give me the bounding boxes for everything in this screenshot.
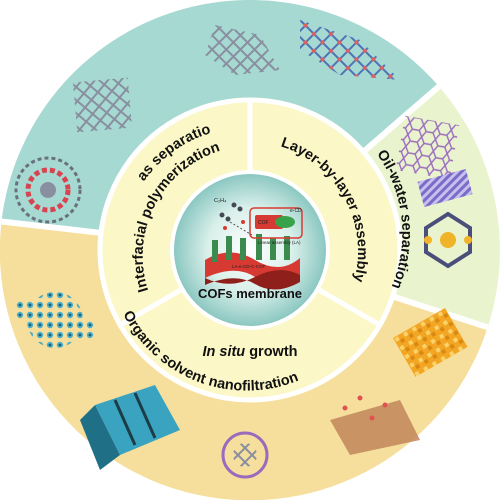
linear-assembly-label: Linear assembly (LA) xyxy=(258,240,301,245)
center-circle xyxy=(170,170,330,330)
cd-label: e-CD xyxy=(290,208,302,214)
center-small-labels: C₂H₄ Linear assembly (LA) COF e-CD LA-e-… xyxy=(214,198,302,269)
membrane-structure-icon xyxy=(393,115,473,377)
cof-block xyxy=(255,215,283,229)
cd-capsule xyxy=(275,216,295,228)
in-situ-growth-label: In situ growth xyxy=(202,344,297,360)
molecular-model-icon xyxy=(15,292,420,479)
center-title: COFs membrane xyxy=(198,286,302,301)
gas-molecule-label: C₂H₄ xyxy=(214,198,227,204)
membrane-name-label: LA-e-CD-C-COF xyxy=(232,264,266,269)
membrane-graphic xyxy=(205,202,303,290)
framework-structure-icon xyxy=(14,20,400,224)
cof-label: COF xyxy=(258,220,269,226)
